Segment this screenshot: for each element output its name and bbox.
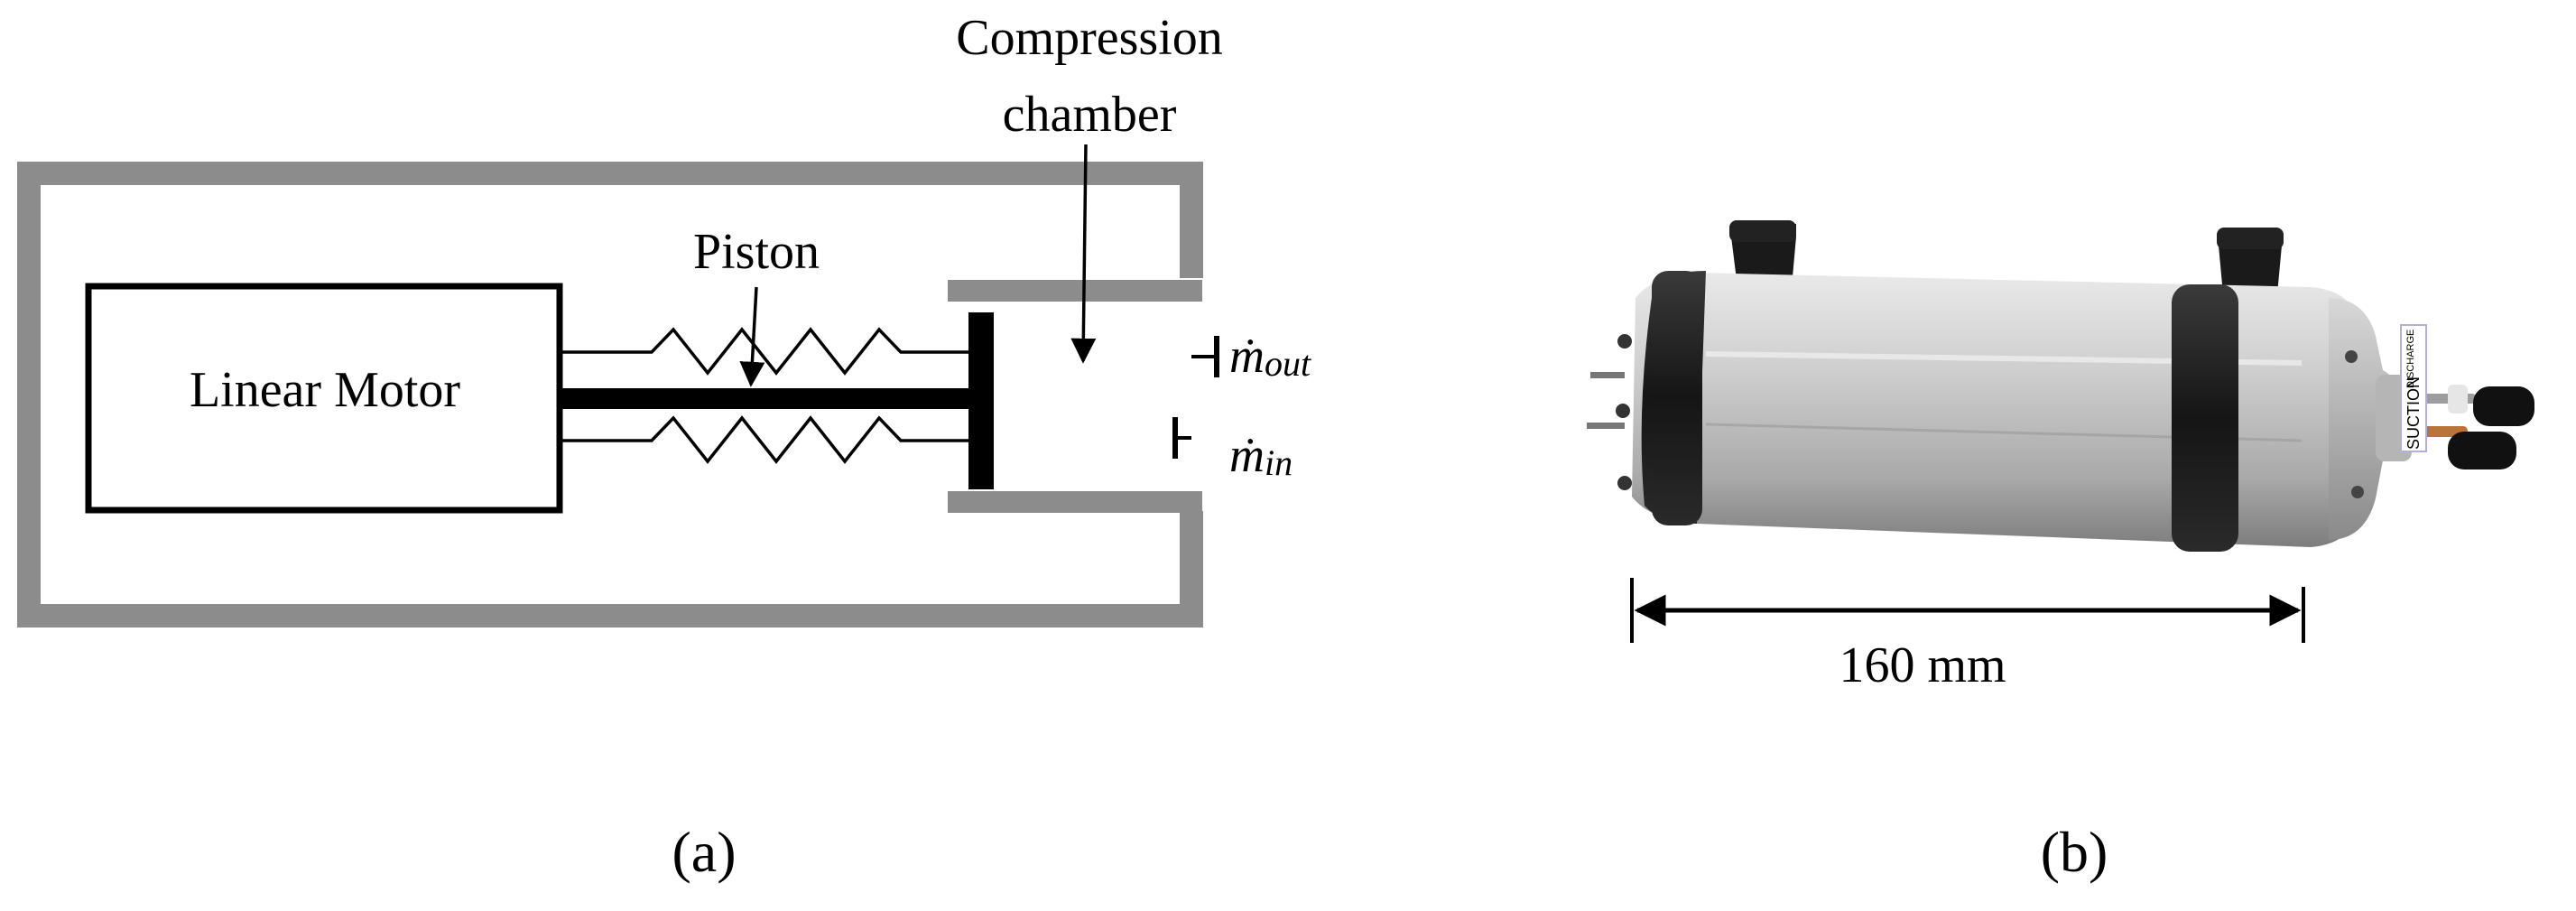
fitting-clip <box>2448 385 2468 414</box>
linear-motor-label: Linear Motor <box>190 362 460 418</box>
suction-sticker-text: SUCTION <box>2405 376 2423 450</box>
right-rubber-band <box>2172 284 2238 552</box>
bolt-3 <box>1617 476 1632 490</box>
panel-a-caption: (a) <box>672 820 736 884</box>
left-mount-tab <box>1729 220 1796 242</box>
dimension-label: 160 mm <box>1839 637 2006 693</box>
chamber-label-line2: chamber <box>1003 87 1177 143</box>
bolt-1 <box>1617 334 1632 349</box>
lower-spring <box>560 415 968 464</box>
piston-label: Piston <box>693 224 820 280</box>
linear-motor-block <box>85 283 563 514</box>
chamber-pointer-arrow <box>1070 144 1097 364</box>
terminal-pin-upper <box>1590 372 1625 378</box>
piston-head <box>968 312 994 489</box>
bolt-2 <box>1616 404 1630 418</box>
upper-spring <box>560 327 968 376</box>
port-sticker: SUCTION DISCHARGE <box>2400 324 2427 452</box>
compressor-body <box>1632 273 2361 547</box>
discharge-sticker-text: DISCHARGE <box>2405 330 2416 388</box>
bolt-5 <box>2351 486 2364 498</box>
housing-outline <box>17 162 1203 627</box>
right-mount-tab <box>2217 228 2284 249</box>
chamber-label-line1: Compression <box>956 10 1223 66</box>
left-band-strip <box>1652 271 1702 525</box>
piston-pointer-arrow <box>739 286 765 387</box>
panel-b-caption: (b) <box>2041 820 2108 884</box>
terminal-pin-lower <box>1587 423 1625 429</box>
inlet-mass-flow-label: ṁin <box>1229 428 1293 483</box>
piston-rod <box>560 388 977 409</box>
schematic-panel: Linear Motor Piston Compression chamber … <box>17 10 1311 884</box>
bolt-4 <box>2345 350 2358 363</box>
lower-fitting <box>2448 432 2516 469</box>
outlet-mass-flow-label: ṁout <box>1229 329 1311 384</box>
compressor-photo-panel: SUCTION DISCHARGE 160 mm (b) <box>1587 220 2534 884</box>
upper-fitting <box>2473 386 2534 426</box>
